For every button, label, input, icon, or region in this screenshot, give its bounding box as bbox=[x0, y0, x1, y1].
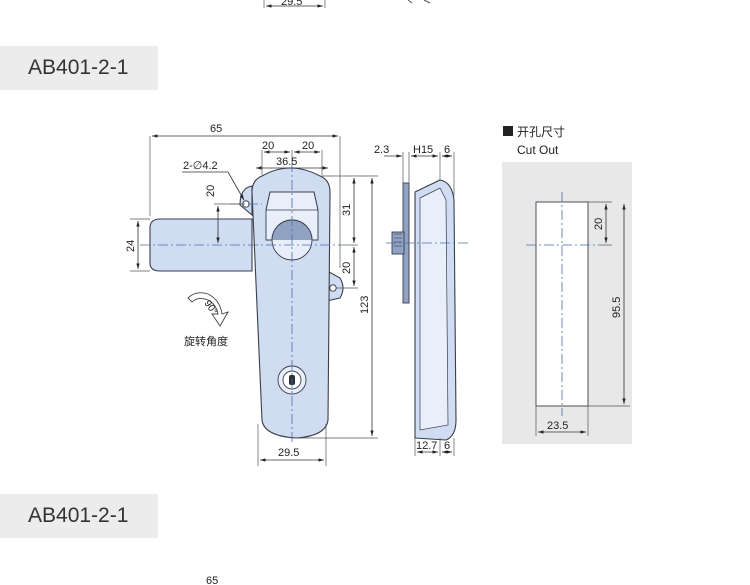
rotation-arrow-icon bbox=[187, 292, 229, 327]
dim-upper-left: 20 bbox=[262, 140, 274, 152]
cutout-title-en: Cut Out bbox=[517, 143, 559, 157]
top-partial-drawing: 29.5 bbox=[263, 0, 431, 8]
dim-cutout-height: 95.5 bbox=[611, 297, 623, 318]
rotation-label: 旋转角度 bbox=[184, 334, 228, 348]
dim-side-top-c: 6 bbox=[444, 144, 450, 156]
dim-overall-width: 65 bbox=[210, 123, 222, 135]
dim-cutout-width: 23.5 bbox=[547, 420, 568, 432]
dim-arm-width: 24 bbox=[125, 240, 137, 252]
dim-inner-width: 36.5 bbox=[276, 156, 297, 168]
cutout-title-cn: 开孔尺寸 bbox=[517, 125, 565, 139]
rotation-indicator: 90° 旋转角度 bbox=[184, 292, 229, 348]
dim-cutout-top-offset: 20 bbox=[593, 218, 605, 230]
square-bullet-icon bbox=[503, 126, 513, 136]
cutout-panel: 开孔尺寸 Cut Out 20 95.5 23.5 bbox=[502, 125, 632, 444]
dim-base-width: 29.5 bbox=[278, 447, 299, 459]
dim-side-top-b: H15 bbox=[413, 144, 433, 156]
model-label-top: AB401-2-1 bbox=[0, 46, 158, 90]
dim-overall-height: 123 bbox=[359, 296, 371, 314]
dim-side-bottom-a: 12.7 bbox=[416, 440, 437, 452]
dim-upper-right: 20 bbox=[302, 140, 314, 152]
front-view: 65 20 20 36.5 2-∅4.2 20 24 31 20 bbox=[125, 123, 378, 466]
lower-mount-hole bbox=[329, 284, 337, 292]
dim-side-bottom-b: 6 bbox=[444, 440, 450, 452]
bottom-partial-dim: 65 bbox=[206, 575, 218, 585]
top-partial-dim: 29.5 bbox=[281, 0, 302, 8]
dim-side-top-a: 2.3 bbox=[374, 144, 389, 156]
model-label-bottom-text: AB401-2-1 bbox=[28, 504, 129, 527]
dim-hole-callout: 2-∅4.2 bbox=[183, 160, 218, 172]
dim-mid-section: 20 bbox=[341, 262, 353, 274]
dim-hole-offset: 20 bbox=[205, 185, 217, 197]
model-label-bottom: AB401-2-1 bbox=[0, 494, 158, 538]
bottom-partial-drawing: 65 bbox=[206, 575, 218, 585]
dim-top-section: 31 bbox=[341, 204, 353, 216]
model-label-top-text: AB401-2-1 bbox=[28, 56, 129, 79]
side-view: 2.3 H15 6 12.7 6 bbox=[374, 144, 470, 456]
